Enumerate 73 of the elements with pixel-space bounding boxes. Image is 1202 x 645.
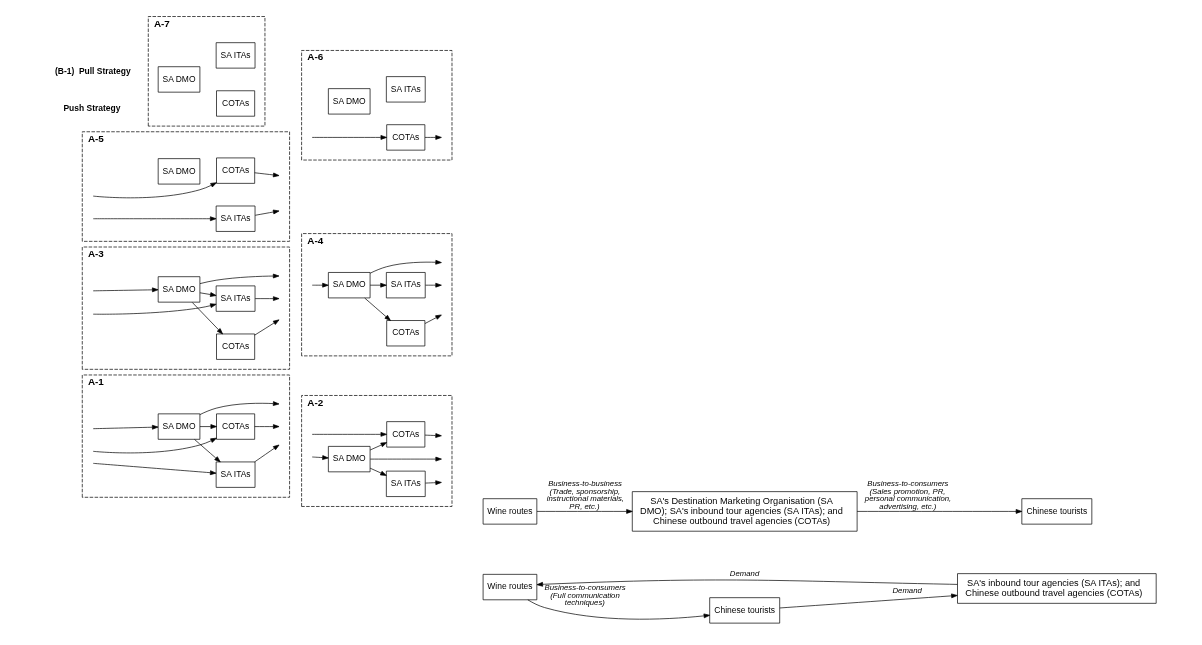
arrow — [253, 172, 279, 178]
node-box: COTAs — [385, 124, 425, 151]
node-box: COTAs — [215, 157, 255, 184]
node-box: SA ITAs — [385, 272, 426, 299]
arrow — [369, 456, 442, 462]
arrow — [424, 282, 442, 288]
arrow — [536, 509, 633, 514]
node-box: SA ITAs — [215, 461, 255, 488]
node-box: SA DMO — [327, 446, 370, 473]
node-box: Chinese tourists — [1021, 498, 1092, 525]
arrow — [199, 273, 279, 284]
node-box: SA ITAs — [385, 470, 426, 497]
arrow — [369, 259, 442, 274]
arrow — [199, 292, 216, 297]
arrow — [191, 302, 223, 335]
node-box: SA ITAs — [215, 205, 255, 232]
node-box: SA's Destination Marketing Organisation (SA DMO); SA's inbound tour agencies (SA ITAs); and Chinese outbound travel agencies (COTAs) — [631, 491, 857, 532]
arrow — [193, 439, 221, 463]
arrow — [254, 296, 279, 301]
arrow — [92, 303, 216, 315]
arrow — [92, 182, 217, 199]
edge-label: Business-to-consumers (Sales promotion, PR, personal communication, advertising, etc.) — [864, 478, 951, 512]
arrow — [254, 209, 279, 216]
label: Push Strategy — [62, 102, 120, 113]
arrow — [311, 135, 387, 140]
arrow — [369, 442, 387, 451]
node-box: SA ITAs — [215, 42, 255, 69]
arrow — [779, 593, 958, 609]
edge-label: Business-to-business (Trade, sponsorship, instructional materials, PR, etc.) — [546, 478, 624, 512]
arrow — [424, 314, 442, 324]
node-box: SA DMO — [157, 158, 200, 185]
label: (B-1) Pull Strategy — [54, 65, 131, 76]
arrow — [536, 579, 958, 587]
edge-label: Demand — [891, 585, 922, 595]
arrow — [311, 455, 329, 460]
arrow — [199, 424, 217, 429]
arrow — [311, 282, 329, 288]
node-box: COTAs — [215, 90, 255, 117]
arrow — [424, 135, 442, 140]
node-box: COTAs — [215, 333, 255, 360]
node-box: Chinese tourists — [708, 597, 780, 624]
node-box: COTAs — [215, 413, 255, 440]
edge-label: Demand — [729, 569, 759, 579]
arrow — [311, 432, 387, 437]
arrow — [92, 424, 158, 430]
node-box: COTAs — [385, 320, 425, 347]
arrow — [369, 282, 387, 288]
arrow — [92, 216, 216, 222]
node-box: SA DMO — [327, 272, 370, 299]
arrow — [92, 437, 217, 454]
arrow — [526, 599, 710, 620]
arrow — [253, 319, 279, 336]
arrow — [424, 480, 442, 485]
node-box: SA ITAs — [385, 76, 426, 103]
arrow — [253, 444, 279, 463]
node-box: SA ITAs — [215, 285, 255, 312]
node-box: SA DMO — [327, 88, 370, 115]
arrow — [363, 297, 391, 321]
arrow — [253, 424, 279, 429]
arrow — [856, 509, 1022, 514]
arrow — [199, 401, 279, 415]
edge-label: Business-to-consumers (Full communication techniques) — [544, 582, 626, 608]
node-box: COTAs — [385, 421, 425, 448]
arrow — [369, 467, 387, 476]
arrow — [424, 433, 442, 438]
arrow — [92, 287, 158, 293]
node-box: Wine routes — [482, 574, 537, 601]
node-box: SA's inbound tour agencies (SA ITAs); and Chinese outbound travel agencies (COTAs) — [956, 573, 1157, 604]
arrow — [92, 463, 216, 476]
node-box: SA DMO — [157, 66, 200, 93]
node-box: Wine routes — [482, 498, 537, 525]
node-box: SA DMO — [157, 276, 200, 303]
node-box: SA DMO — [157, 413, 200, 440]
